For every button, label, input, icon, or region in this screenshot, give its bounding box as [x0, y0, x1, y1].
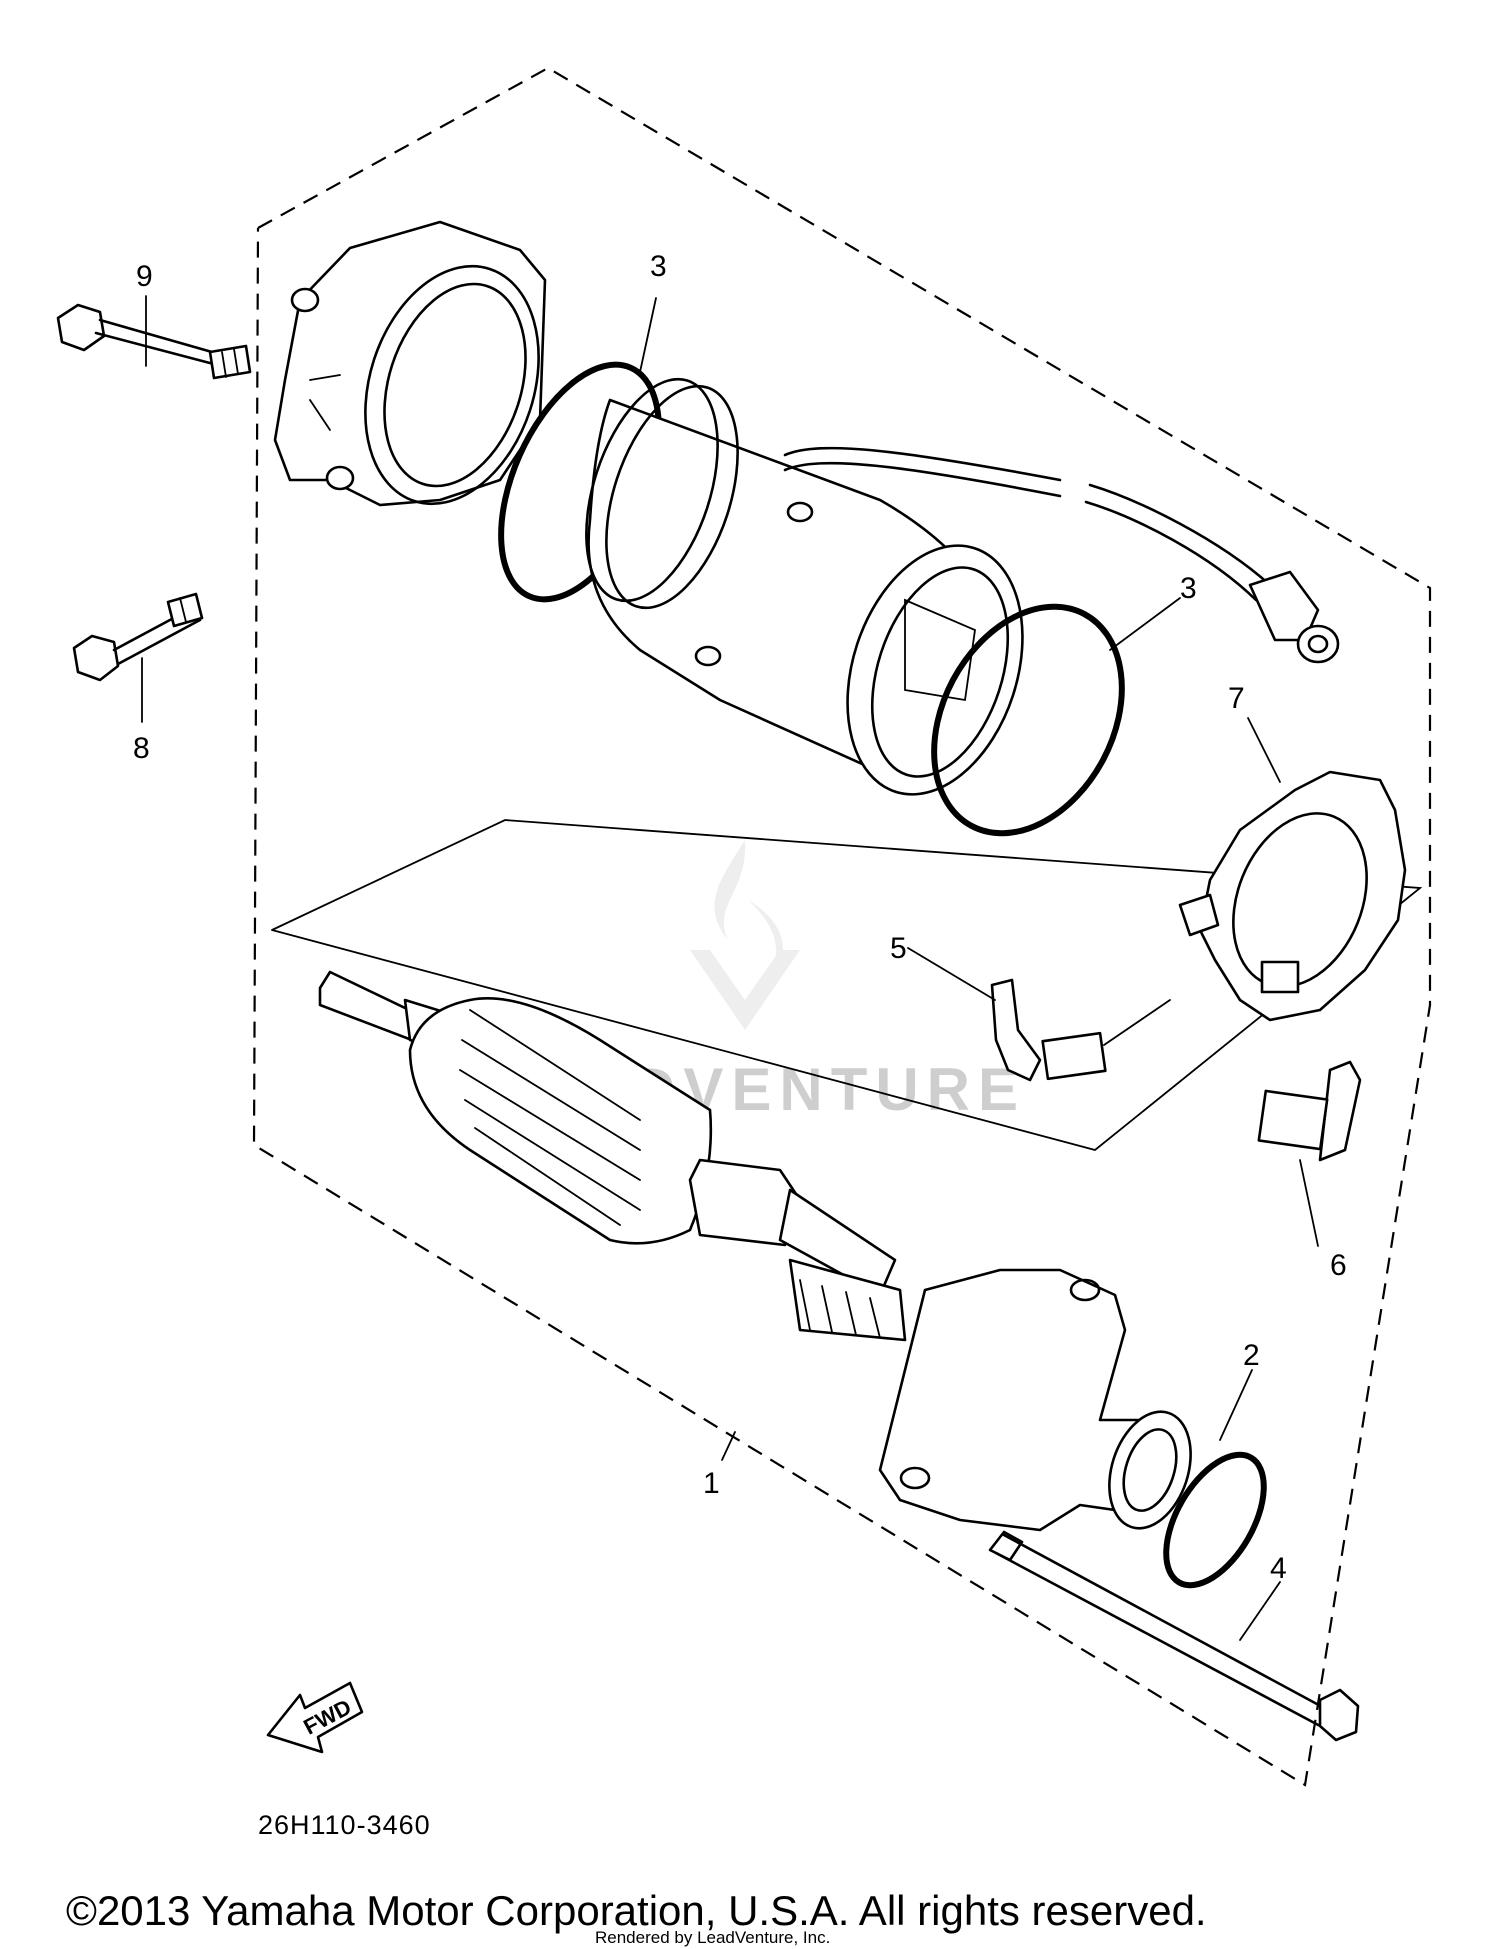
leadventure-v-logo: [690, 950, 800, 1030]
callout-4: 4: [1270, 1552, 1287, 1585]
copyright-notice: ©2013 Yamaha Motor Corporation, U.S.A. A…: [66, 1887, 1207, 1934]
callout-5: 5: [890, 932, 907, 965]
leadventure-flame-logo: [714, 840, 783, 975]
yoke-motor-body: [585, 377, 1024, 796]
part-9-long-bolt: [56, 303, 252, 380]
rendered-by-credit: Rendered by LeadVenture, Inc.: [595, 1928, 830, 1947]
part-6-brush: [1257, 1060, 1362, 1162]
lead-wire: [783, 446, 1340, 664]
callout-7: 7: [1228, 682, 1245, 715]
armature-subgroup-outline: [271, 819, 1423, 1151]
part-7-brush-plate: [1178, 770, 1407, 1022]
rear-cover: [878, 1268, 1192, 1532]
callout-3-lower: 3: [1180, 572, 1197, 605]
part-4-through-bolt: [988, 1530, 1360, 1742]
leader-lines: [141, 295, 1319, 1641]
part-code: 26H110-3460: [258, 1810, 431, 1840]
part-5-brush: [990, 978, 1171, 1082]
callout-8: 8: [133, 732, 150, 765]
callout-9: 9: [136, 260, 153, 293]
callout-2: 2: [1243, 1339, 1260, 1372]
armature: [318, 970, 907, 1342]
part-8-short-bolt: [72, 592, 204, 682]
part-3-o-ring-lower: [931, 603, 1125, 837]
callout-3-upper: 3: [650, 250, 667, 283]
front-cover: [273, 220, 547, 507]
fwd-arrow-icon: FWD: [266, 1681, 364, 1754]
assembly-outline: [252, 66, 1432, 1787]
callout-6: 6: [1330, 1249, 1347, 1282]
part-2-o-ring: [1163, 1451, 1267, 1589]
callout-1: 1: [703, 1467, 720, 1500]
